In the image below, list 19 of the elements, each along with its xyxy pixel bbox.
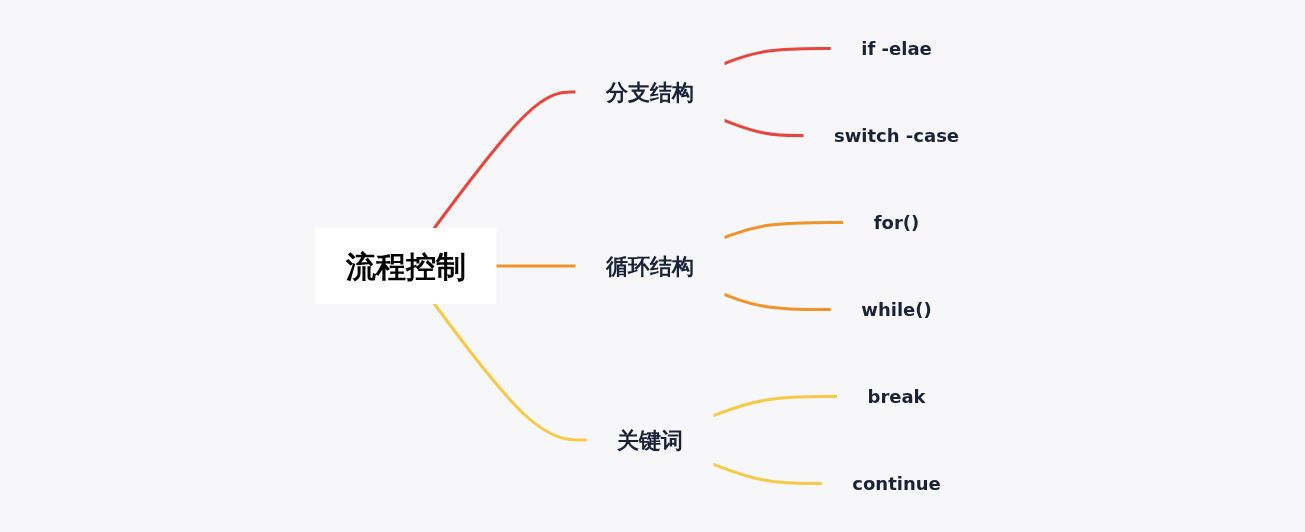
connector — [712, 462, 823, 485]
connector — [432, 302, 587, 442]
node-text: while() — [861, 299, 932, 320]
connector — [432, 90, 576, 230]
connector — [723, 118, 804, 137]
connector — [723, 47, 832, 66]
node-box: 流程控制 — [315, 228, 497, 304]
connector — [495, 264, 576, 268]
node-text: switch -case — [833, 125, 960, 146]
node-text: 循环结构 — [605, 253, 694, 279]
node-text: break — [867, 386, 926, 407]
node-text: if -elae — [861, 38, 932, 59]
node-text: continue — [852, 473, 941, 494]
node-text: 关键词 — [616, 427, 683, 453]
connector — [712, 395, 838, 418]
node-text: for() — [873, 212, 920, 233]
node-text: 分支结构 — [605, 79, 694, 105]
connector — [723, 221, 844, 240]
connector — [723, 292, 832, 311]
